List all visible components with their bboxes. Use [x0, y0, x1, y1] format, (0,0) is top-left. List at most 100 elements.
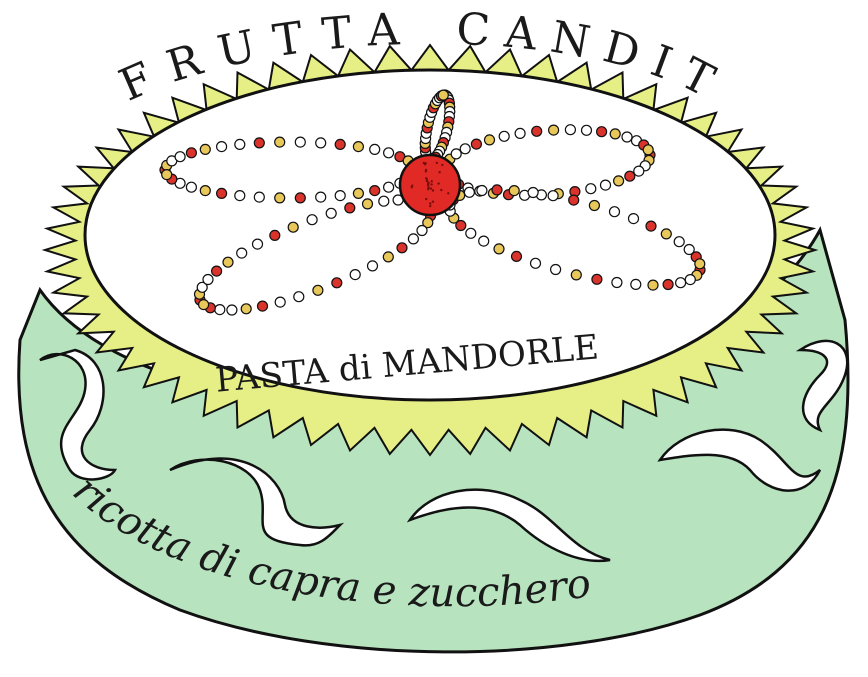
candied-fruit-dot	[235, 139, 245, 149]
candied-fruit-dot	[531, 258, 541, 268]
candied-fruit-dot	[610, 207, 620, 217]
candied-fruit-dot	[200, 144, 210, 154]
candied-fruit-dot	[612, 278, 622, 288]
candied-fruit-dot	[451, 149, 461, 159]
candied-fruit-dot	[316, 138, 326, 148]
candied-fruit-dot	[648, 280, 658, 290]
cherry-speck	[426, 180, 428, 182]
cherry-speck	[425, 198, 427, 200]
candied-fruit-dot	[295, 137, 305, 147]
candied-fruit-dot	[549, 125, 559, 135]
candied-fruit-dot	[199, 300, 209, 310]
cherry-speck	[427, 188, 429, 190]
candied-fruit-dot	[646, 221, 656, 231]
candied-fruit-dot	[350, 270, 360, 280]
candied-fruit-dot	[253, 239, 263, 249]
candied-fruit-dot	[466, 228, 476, 238]
candied-fruit-dot	[597, 127, 607, 137]
cherry-speck	[427, 182, 429, 184]
cherry-speck	[438, 171, 440, 173]
candied-fruit-dot	[528, 188, 538, 198]
candied-fruit-dot	[326, 208, 336, 218]
candied-fruit-dot	[223, 257, 233, 267]
candied-fruit-dot	[663, 280, 673, 290]
candied-fruit-dot	[631, 279, 641, 289]
candied-fruit-dot	[363, 199, 373, 209]
candied-fruit-dot	[634, 166, 644, 176]
candied-fruit-dot	[235, 191, 245, 201]
candied-fruit-dot	[674, 237, 684, 247]
candied-fruit-dot	[335, 139, 345, 149]
candied-fruit-dot	[661, 229, 671, 239]
candied-fruit-dot	[275, 193, 285, 203]
candied-fruit-dot	[335, 191, 345, 201]
candied-fruit-dot	[512, 251, 522, 261]
candied-fruit-dot	[258, 301, 268, 311]
candied-fruit-dot	[485, 135, 495, 145]
candied-fruit-dot	[586, 184, 596, 194]
candied-fruit-dot	[384, 148, 394, 158]
candied-fruit-dot	[592, 274, 602, 284]
candied-fruit-dot	[397, 243, 407, 253]
candied-fruit-dot	[643, 145, 653, 155]
candied-fruit-dot	[569, 195, 579, 205]
candied-fruit-dot	[408, 234, 418, 244]
candied-fruit-dot	[383, 252, 393, 262]
candied-fruit-dot	[614, 176, 624, 186]
candied-fruit-dot	[464, 187, 474, 197]
cherry-speck	[429, 202, 431, 204]
cherry-speck	[437, 182, 439, 184]
cherry-speck	[429, 205, 431, 207]
cherry-speck	[436, 162, 438, 164]
candied-fruit-dot	[237, 248, 247, 258]
candied-fruit-dot	[515, 128, 525, 138]
candied-fruit-dot	[625, 171, 635, 181]
candied-fruit-dot	[212, 266, 222, 276]
candied-fruit-dot	[695, 259, 705, 269]
candied-fruit-dot	[676, 278, 686, 288]
candied-fruit-dot	[203, 275, 213, 285]
candied-fruit-dot	[499, 131, 509, 141]
candied-fruit-dot	[241, 304, 251, 314]
candied-fruit-dot	[227, 305, 237, 315]
cherry-speck	[425, 170, 427, 172]
candied-fruit-dot	[162, 170, 172, 180]
candied-fruit-dot	[288, 222, 298, 232]
candied-fruit-dot	[438, 90, 448, 100]
candied-fruit-dot	[215, 305, 225, 315]
candied-fruit-dot	[460, 144, 470, 154]
candied-fruit-dot	[200, 186, 210, 196]
cherry-speck	[411, 185, 413, 187]
candied-fruit-dot	[582, 125, 592, 135]
cherry-speck	[432, 201, 434, 203]
candied-fruit-dot	[307, 215, 317, 225]
candied-fruit-dot	[565, 125, 575, 135]
candied-fruit-dot	[379, 196, 389, 206]
candied-fruit-dot	[370, 186, 380, 196]
cherry-speck	[430, 187, 432, 189]
candied-fruit-dot	[254, 138, 264, 148]
candied-fruit-dot	[345, 203, 355, 213]
candied-fruit-dot	[471, 139, 481, 149]
candied-fruit-dot	[275, 137, 285, 147]
candied-fruit-dot	[353, 142, 363, 152]
candied-fruit-dot	[316, 192, 326, 202]
candied-fruit-dot	[186, 182, 196, 192]
candied-fruit-dot	[313, 285, 323, 295]
candied-fruit-dot	[532, 126, 542, 136]
candied-fruit-dot	[494, 244, 504, 254]
candied-fruit-dot	[477, 186, 487, 196]
cherry-speck	[447, 192, 449, 194]
candied-fruit-dot	[217, 142, 227, 152]
candied-fruit-dot	[270, 230, 280, 240]
candied-fruit-dot	[217, 188, 227, 198]
candied-fruit-dot	[417, 226, 427, 236]
candied-fruit-dot	[295, 193, 305, 203]
candied-fruit-dot	[548, 191, 558, 201]
candied-fruit-dot	[332, 278, 342, 288]
cherry-speck	[423, 162, 425, 164]
candied-fruit-dot	[589, 201, 599, 211]
candied-fruit-dot	[175, 152, 185, 162]
candied-fruit-dot	[571, 270, 581, 280]
